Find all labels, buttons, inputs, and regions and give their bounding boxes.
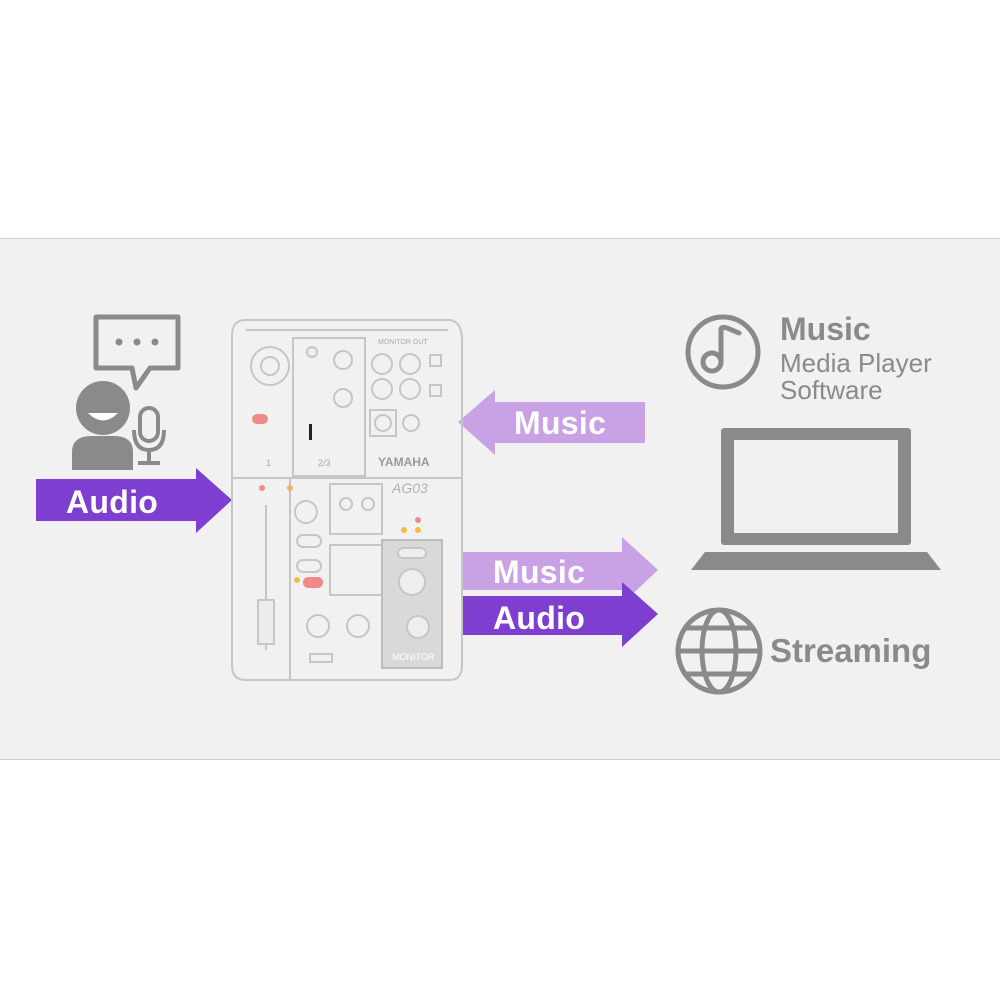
software-line1: Media Player xyxy=(780,348,932,378)
music-in-arrow xyxy=(458,390,645,455)
streaming-label: Streaming xyxy=(770,632,932,669)
music-in-label: Music xyxy=(514,405,607,441)
mixer-indicators xyxy=(252,414,421,588)
audio-in-arrow xyxy=(36,468,232,533)
mixer-channel-23: 2/3 xyxy=(318,458,331,468)
software-title: Music xyxy=(780,311,871,347)
audio-out-arrow xyxy=(461,582,658,647)
mixer-monitor-label: MONITOR xyxy=(392,652,435,662)
mixer-brand: YAMAHA xyxy=(378,455,430,469)
globe-icon xyxy=(675,607,763,695)
mixer-model: AG03 xyxy=(392,480,428,496)
music-out-label: Music xyxy=(493,554,586,590)
mixer-monitor-out-label: MONITOR OUT xyxy=(378,339,428,346)
music-note-icon xyxy=(685,314,761,390)
microphone-icon xyxy=(132,406,166,465)
mixer-channel-1: 1 xyxy=(266,458,272,468)
mixer-device xyxy=(231,319,463,681)
speech-bubble-icon xyxy=(93,314,181,391)
music-out-arrow xyxy=(461,537,658,604)
person-icon xyxy=(72,381,133,470)
audio-in-label: Audio xyxy=(66,484,159,520)
laptop-icon xyxy=(691,428,941,570)
audio-out-label: Audio xyxy=(493,600,586,636)
software-line2: Software xyxy=(780,375,883,405)
